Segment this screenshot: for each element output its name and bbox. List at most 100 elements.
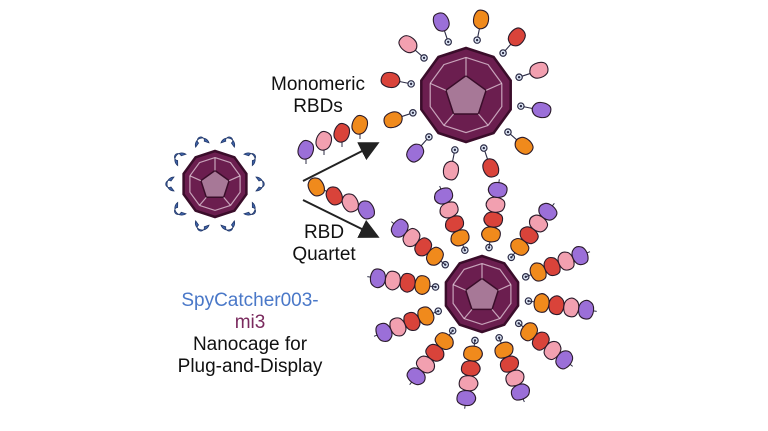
rbd-icon [460, 360, 481, 377]
cage-edge [429, 83, 445, 126]
rbd-icon [351, 114, 369, 135]
spytag-link [425, 133, 433, 141]
rbd-blob [571, 246, 589, 266]
spycatcher-icon [220, 219, 236, 232]
cage-edge [463, 318, 501, 326]
rbd-blob [458, 375, 479, 392]
cage-rim [182, 149, 248, 219]
rbd-icon [432, 12, 450, 32]
spycatcher-icon [243, 152, 256, 167]
rbd-icon [333, 122, 351, 143]
cage-edge [481, 263, 512, 285]
spycatcher-icon [194, 136, 210, 149]
link-dot [519, 104, 523, 108]
rbd-icon [390, 218, 409, 238]
rbd-icon [384, 270, 401, 291]
rbd-icon [529, 61, 549, 79]
arrow-monomeric [302, 142, 380, 182]
rbd-blob [325, 186, 343, 206]
rbd-icon [369, 268, 386, 289]
monomeric-label-line1: Monomeric [271, 74, 365, 95]
spytag-link [451, 146, 459, 154]
cage-edge [477, 113, 489, 126]
spycatcher-clamp [243, 152, 256, 167]
nanocage-rbd-quartet [367, 179, 597, 409]
monomeric-label-line2: RBDs [293, 96, 343, 117]
cage-edge [189, 175, 202, 182]
rbd-icon [482, 158, 500, 178]
spytag-link [515, 73, 523, 81]
rbd-blob [432, 12, 450, 32]
rbd-icon [531, 101, 552, 119]
reaction-arrows [302, 142, 380, 238]
spycatcher-clamp [243, 201, 256, 216]
cage-edge [199, 196, 207, 206]
spytag-link [499, 49, 507, 57]
link-dot [482, 146, 486, 150]
rbd-icon [434, 187, 454, 205]
arrow-quartet [302, 199, 380, 238]
cage-edge [214, 157, 241, 177]
spycatcher-clamp [194, 136, 210, 149]
cage-edge [487, 83, 503, 126]
rbd-icon [555, 350, 574, 370]
rbd-blob [297, 139, 315, 160]
cage-edge [499, 284, 512, 319]
rbd-blob [460, 360, 481, 377]
link-dot [453, 148, 457, 152]
rbd-blob [398, 35, 418, 54]
cage-center-face [200, 169, 230, 199]
spycatcher-icon [220, 136, 236, 149]
rbd-blob [485, 196, 506, 213]
rbd-blob [481, 226, 501, 243]
link-dot [487, 246, 491, 249]
cage-edge [443, 113, 455, 126]
spycatcher-icon [165, 176, 175, 192]
rbd-blob [315, 130, 333, 151]
rbd-blob [406, 143, 425, 163]
link-dot [527, 299, 530, 303]
quartet-label-line1: RBD [303, 222, 345, 243]
rbd-blob [514, 136, 534, 155]
link-dot [506, 130, 510, 134]
cage-edge [429, 82, 447, 91]
link-dot [411, 111, 415, 115]
rbd-blob [510, 383, 530, 401]
spycatcher-clamp [194, 219, 210, 232]
cage-edge [223, 196, 231, 206]
rbd-blob [414, 275, 431, 295]
link-dot [517, 75, 521, 79]
rbd-blob [333, 122, 351, 143]
link-dot [501, 51, 505, 55]
spytag-link [444, 38, 452, 46]
cage-edge [498, 284, 512, 291]
spycatcher-clamp [255, 176, 265, 192]
cage-edge [452, 263, 483, 285]
cage-edge [463, 308, 473, 319]
spycatcher-clamp [220, 136, 236, 149]
dodecahedron-cage [182, 149, 248, 219]
rbd-icon [538, 202, 558, 221]
cage-edge [443, 124, 489, 134]
nanocage-monomeric-rbd [380, 9, 552, 181]
rbd-icon [533, 293, 550, 313]
spycatcher-clamp [174, 152, 187, 167]
caption-line1: SpyCatcher003- [181, 290, 319, 311]
rbd-blob [472, 9, 490, 30]
rbd-icon [563, 297, 580, 318]
rbd-blob [341, 193, 359, 213]
rbd-icon [399, 272, 416, 293]
spycatcher-icon [194, 219, 210, 232]
cage-edge [429, 56, 467, 84]
empty-nanocage [165, 136, 265, 232]
rbd-blob [369, 268, 386, 289]
spytag-link [517, 102, 525, 110]
rbd-blob [399, 272, 416, 293]
rbd-icon [514, 136, 534, 155]
cage-rim [444, 254, 520, 334]
rbd-blob [482, 158, 500, 178]
rbd-blob [307, 177, 325, 197]
link-dot [446, 40, 450, 44]
rbd-icon [325, 186, 343, 206]
spytag-link [420, 54, 428, 62]
